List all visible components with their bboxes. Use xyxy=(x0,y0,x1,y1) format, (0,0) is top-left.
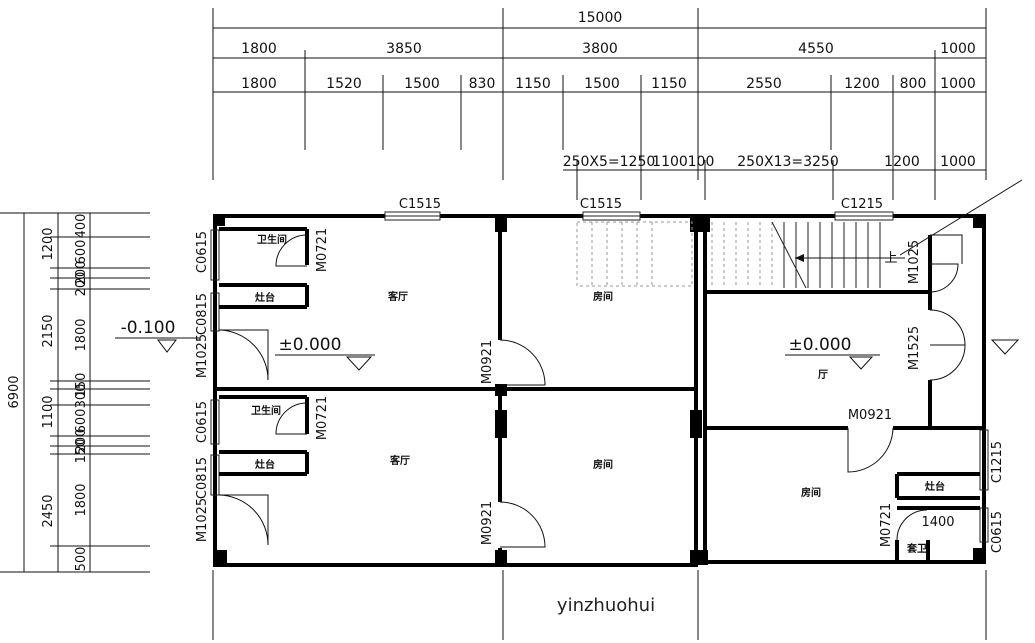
dim-left-col2-2: 2150 xyxy=(41,314,56,347)
dim-top-row3-2: 1520 xyxy=(326,76,362,92)
dim-top-row4-4: 250X13=3250 xyxy=(737,154,839,170)
room-label-bath-1: 卫生间 xyxy=(257,233,287,246)
window-label-c1515-1: C1515 xyxy=(399,197,441,212)
dim-top-row2-5: 1000 xyxy=(940,41,976,57)
window-label-c1215-right: C1215 xyxy=(990,441,1005,483)
left-dimension-lines xyxy=(0,212,150,573)
door-label-m0721-1: M0721 xyxy=(315,228,330,272)
dim-left-col3-4: 200 xyxy=(74,272,89,297)
dim-left-col3-6: 300 xyxy=(74,384,89,409)
dim-top-row3-3: 1500 xyxy=(404,76,440,92)
stairs-right xyxy=(711,179,1023,289)
dim-top-row2-2: 3850 xyxy=(386,41,422,57)
dim-top-row2-1: 1800 xyxy=(241,41,277,57)
top-dimension-lines xyxy=(213,27,986,171)
watermark: yinzhuohui xyxy=(557,595,655,616)
dim-top-row3-5: 1150 xyxy=(515,76,551,92)
window-label-c0815-2: C0815 xyxy=(195,457,210,499)
dim-left-col3-10: 150 xyxy=(74,439,89,464)
stair-arrow-icon xyxy=(795,254,804,262)
dim-top-row2-4: 4550 xyxy=(798,41,834,57)
svg-text:±0.000: ±0.000 xyxy=(279,335,342,355)
dim-top-row3-10: 800 xyxy=(900,76,927,92)
room-label-living-1: 客厅 xyxy=(387,290,408,303)
right-entry-triangle-icon xyxy=(990,339,1020,355)
elevation-marker-outside: -0.100 xyxy=(115,318,200,353)
exterior-walls xyxy=(213,214,986,567)
stairs-left xyxy=(576,221,693,287)
dim-left-col2-4: 2450 xyxy=(41,494,56,527)
dim-top-row3-7: 1150 xyxy=(651,76,687,92)
dim-left-total: 6900 xyxy=(7,375,22,408)
dim-top-row2-3: 3800 xyxy=(582,41,618,57)
dim-top-row4-1: 250X5=1250 xyxy=(563,154,656,170)
interior-walls xyxy=(215,216,984,565)
room-label-living-2: 客厅 xyxy=(389,454,410,467)
grid-lines xyxy=(212,8,987,640)
room-label-counter-2: 灶台 xyxy=(255,458,275,471)
dim-left-col3-7: 150 xyxy=(74,373,89,398)
window-label-c0615-right: C0615 xyxy=(990,511,1005,553)
room-label-bedroom-1: 房间 xyxy=(593,290,613,303)
dim-top-row4-2: 1100 xyxy=(652,154,688,170)
left-windows xyxy=(210,229,220,496)
door-label-m0921-3: M0921 xyxy=(848,408,892,423)
room-label-counter-1: 灶台 xyxy=(255,291,275,304)
dim-left-col3-2: 600 xyxy=(74,240,89,265)
structural-columns xyxy=(213,214,986,565)
room-label-small-bath: 套卫 xyxy=(906,542,927,555)
dim-left-col3-5: 1800 xyxy=(74,318,89,351)
door-label-m0921-1: M0921 xyxy=(480,340,495,384)
door-label-m1025-1: M1025 xyxy=(195,334,210,378)
dim-top-row3-4: 830 xyxy=(469,76,496,92)
dim-left-col3-11: 1800 xyxy=(74,483,89,516)
dim-top-row4-5: 1200 xyxy=(884,154,920,170)
window-label-c0815-1: C0815 xyxy=(195,293,210,335)
room-label-bedroom-2: 房间 xyxy=(593,458,613,471)
dim-top-row3-6: 1500 xyxy=(584,76,620,92)
dim-top-row4-3: 100 xyxy=(688,154,715,170)
dim-top-row3-9: 1200 xyxy=(844,76,880,92)
top-windows xyxy=(384,211,894,221)
svg-text:±0.000: ±0.000 xyxy=(789,335,852,355)
door-label-m1525: M1525 xyxy=(907,326,922,370)
dim-left-col3-1: 400 xyxy=(74,214,89,239)
door-label-m1025-2: M1025 xyxy=(195,498,210,542)
dim-top-row3-8: 2550 xyxy=(746,76,782,92)
dim-left-col3-12: 500 xyxy=(74,547,89,572)
door-label-m0721-3: M0721 xyxy=(879,503,894,547)
dim-top-row3-11: 1000 xyxy=(940,76,976,92)
dim-left-col2-3: 1100 xyxy=(41,395,56,428)
svg-text:-0.100: -0.100 xyxy=(121,318,176,338)
dim-left-col3-9: 200 xyxy=(74,429,89,454)
room-label-bath-2: 卫生间 xyxy=(251,404,281,417)
dim-left-col3-8: 600 xyxy=(74,409,89,434)
elevation-marker-right-floor: ±0.000 xyxy=(785,335,880,370)
dim-left-col3-3: 200 xyxy=(74,261,89,286)
door-label-m0721-2: M0721 xyxy=(315,396,330,440)
dim-top-row3-1: 1800 xyxy=(241,76,277,92)
dim-top-total: 15000 xyxy=(578,10,623,26)
elevation-marker-left-floor: ±0.000 xyxy=(275,335,375,371)
room-label-bedroom-3: 房间 xyxy=(801,486,821,499)
window-label-c0615-1: C0615 xyxy=(195,231,210,273)
door-swings xyxy=(218,234,966,548)
door-label-m1025-3: M1025 xyxy=(907,240,922,284)
room-label-hall: 厅 xyxy=(818,369,828,381)
room-label-counter-3: 灶台 xyxy=(925,480,945,493)
stair-up-label: 上 xyxy=(884,251,897,266)
window-label-c1515-2: C1515 xyxy=(580,197,622,212)
window-label-c1215-top: C1215 xyxy=(841,197,883,212)
door-label-m0921-2: M0921 xyxy=(480,501,495,545)
small-bath-dimension: 1400 xyxy=(921,515,954,530)
dim-top-row4-6: 1000 xyxy=(940,154,976,170)
dim-left-col2-1: 1200 xyxy=(41,227,56,260)
window-label-c0615-2: C0615 xyxy=(195,401,210,443)
